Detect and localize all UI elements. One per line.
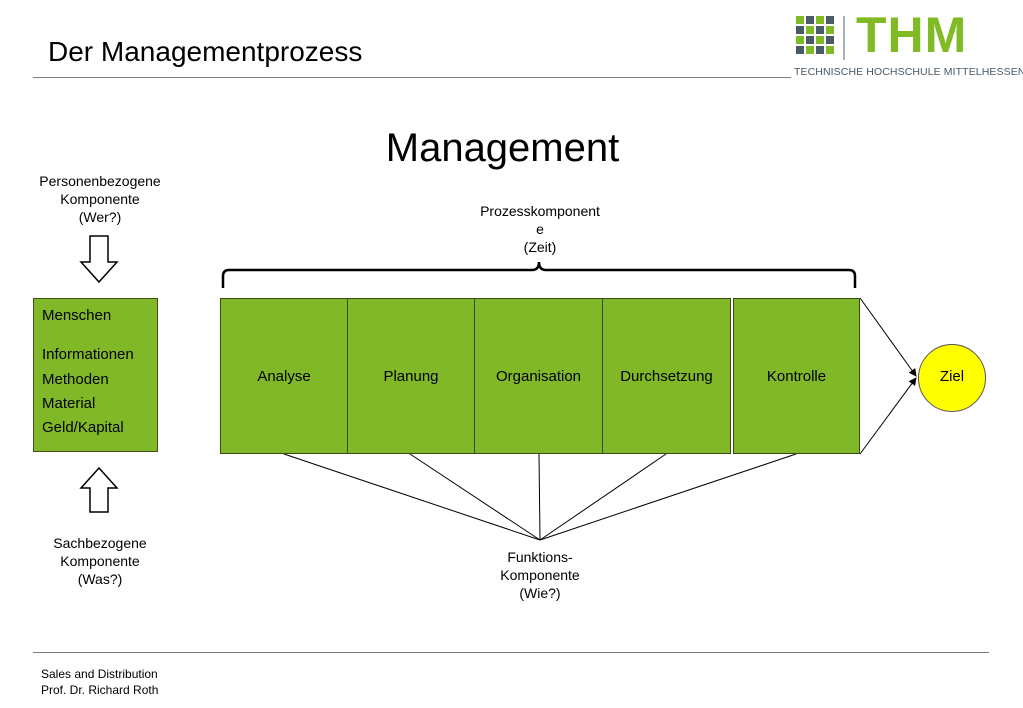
- step-planung: Planung: [347, 298, 475, 454]
- diagram-title: Management: [385, 126, 620, 170]
- resource-item: Geld/Kapital: [42, 419, 124, 436]
- step-kontrolle: Kontrolle: [733, 298, 860, 454]
- resources-box: Menschen Informationen Methoden Material…: [33, 298, 158, 452]
- footer-course: Sales and Distribution: [41, 667, 158, 681]
- page-title: Der Managementprozess: [48, 36, 363, 67]
- logo-wordmark: THM: [856, 7, 968, 63]
- footer-divider: [33, 652, 989, 653]
- function-connector-lines: [283, 453, 797, 541]
- function-component-label: Funktions- Komponente (Wie?): [500, 549, 580, 601]
- step-durchsetzung: Durchsetzung: [602, 298, 731, 454]
- goal-circle: Ziel: [918, 344, 986, 412]
- resource-item: Material: [42, 395, 96, 412]
- logo-subtitle: TECHNISCHE HOCHSCHULE MITTELHESSEN: [794, 66, 1023, 78]
- step-organisation: Organisation: [474, 298, 603, 454]
- step-analyse: Analyse: [220, 298, 348, 454]
- resource-item: Methoden: [42, 371, 109, 388]
- goal-arrow-top: [859, 297, 917, 377]
- goal-arrow-bottom: [859, 377, 917, 455]
- down-arrow-icon: [79, 235, 119, 284]
- resource-item: Menschen: [42, 307, 112, 324]
- resource-item: Informationen: [42, 346, 134, 363]
- process-component-label: Prozesskomponent e (Zeit): [480, 203, 600, 255]
- thm-logo: THM TECHNISCHE HOCHSCHULE MITTELHESSEN: [794, 7, 1023, 82]
- footer-author: Prof. Dr. Richard Roth: [41, 683, 159, 697]
- material-component-label: Sachbezogene Komponente (Was?): [53, 535, 147, 587]
- person-component-label: Personenbezogene Komponente (Wer?): [39, 173, 161, 225]
- up-arrow-icon: [79, 466, 119, 513]
- title-divider: [33, 77, 791, 78]
- process-brace: [221, 261, 857, 288]
